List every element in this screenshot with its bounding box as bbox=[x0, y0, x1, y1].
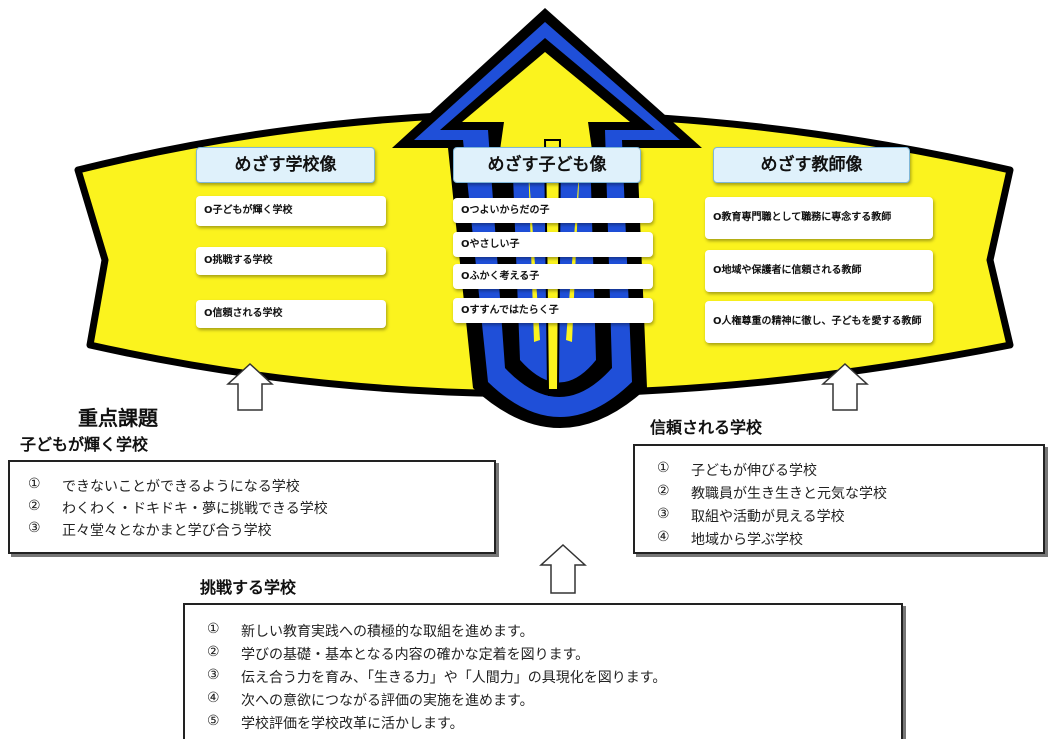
list-item: ① できないことができるようになる学校 bbox=[28, 476, 494, 498]
child-vision-item: Oやさしい子 bbox=[453, 232, 653, 257]
item-text: わくわく・ドキドキ・夢に挑戦できる学校 bbox=[62, 501, 328, 517]
item-number: ② bbox=[657, 483, 670, 499]
up-arrow-left bbox=[226, 362, 274, 411]
school-vision-item: O挑戦する学校 bbox=[196, 247, 386, 275]
item-text: 伝え合う力を育み、「生きる力」や「人間力」の具現化を図ります。 bbox=[241, 670, 667, 686]
list-item: ② 学びの基礎・基本となる内容の確かな定着を図ります。 bbox=[207, 644, 901, 667]
school-vision-item: O信頼される学校 bbox=[196, 300, 386, 328]
item-number: ① bbox=[28, 476, 41, 492]
list-item: ① 子どもが伸びる学校 bbox=[657, 460, 1043, 483]
item-number: ① bbox=[207, 621, 220, 637]
list-item: ③ 取組や活動が見える学校 bbox=[657, 506, 1043, 529]
teacher-vision-item: O人権尊重の精神に徹し、子どもを愛する教師 bbox=[705, 301, 933, 343]
shining-school-title: 子どもが輝く学校 bbox=[20, 435, 149, 454]
list-item: ③ 伝え合う力を育み、「生きる力」や「人間力」の具現化を図ります。 bbox=[207, 667, 901, 690]
item-number: ③ bbox=[657, 506, 670, 522]
list-item: ⑤ 学校評価を学校改革に活かします。 bbox=[207, 713, 901, 736]
child-vision-header: めざす子ども像 bbox=[453, 147, 641, 183]
list-item: ④ 地域から学ぶ学校 bbox=[657, 529, 1043, 552]
item-number: ① bbox=[657, 460, 670, 476]
priority-title: 重点課題 bbox=[78, 406, 158, 430]
item-number: ③ bbox=[28, 520, 41, 536]
teacher-vision-item: O教育専門職として職務に専念する教師 bbox=[705, 197, 933, 239]
up-arrow-center bbox=[539, 543, 587, 594]
item-number: ③ bbox=[207, 667, 220, 683]
school-vision-header: めざす学校像 bbox=[196, 147, 375, 183]
list-item: ② わくわく・ドキドキ・夢に挑戦できる学校 bbox=[28, 498, 494, 520]
trusted-school-title: 信頼される学校 bbox=[650, 418, 763, 437]
item-text: 学びの基礎・基本となる内容の確かな定着を図ります。 bbox=[241, 647, 590, 663]
item-number: ④ bbox=[207, 690, 220, 706]
item-text: できないことができるようになる学校 bbox=[62, 479, 300, 495]
teacher-vision-header: めざす教師像 bbox=[713, 147, 910, 183]
child-vision-item: Oふかく考える子 bbox=[453, 264, 653, 289]
item-number: ⑤ bbox=[207, 713, 220, 729]
teacher-vision-item: O地域や保護者に信頼される教師 bbox=[705, 250, 933, 292]
item-text: 新しい教育実践への積極的な取組を進めます。 bbox=[241, 624, 534, 640]
item-text: 子どもが伸びる学校 bbox=[691, 463, 817, 479]
item-number: ② bbox=[28, 498, 41, 514]
up-arrow-right bbox=[821, 362, 869, 411]
item-text: 学校評価を学校改革に活かします。 bbox=[241, 716, 464, 732]
item-text: 教職員が生き生きと元気な学校 bbox=[691, 486, 887, 502]
school-vision-item: O子どもが輝く学校 bbox=[196, 196, 386, 226]
item-text: 正々堂々となかまと学び合う学校 bbox=[62, 523, 272, 539]
child-vision-item: Oつよいからだの子 bbox=[453, 198, 653, 223]
list-item: ② 教職員が生き生きと元気な学校 bbox=[657, 483, 1043, 506]
challenge-school-list: ① 新しい教育実践への積極的な取組を進めます。 ② 学びの基礎・基本となる内容の確か… bbox=[183, 603, 903, 739]
item-text: 地域から学ぶ学校 bbox=[691, 532, 803, 548]
item-text: 次への意欲につながる評価の実施を進めます。 bbox=[241, 693, 534, 709]
list-item: ① 新しい教育実践への積極的な取組を進めます。 bbox=[207, 621, 901, 644]
item-number: ② bbox=[207, 644, 220, 660]
challenge-school-title: 挑戦する学校 bbox=[200, 578, 297, 597]
item-text: 取組や活動が見える学校 bbox=[691, 509, 845, 525]
list-item: ③ 正々堂々となかまと学び合う学校 bbox=[28, 520, 494, 542]
item-number: ④ bbox=[657, 529, 670, 545]
child-vision-item: Oすすんではたらく子 bbox=[453, 298, 653, 323]
list-item: ④ 次への意欲につながる評価の実施を進めます。 bbox=[207, 690, 901, 713]
